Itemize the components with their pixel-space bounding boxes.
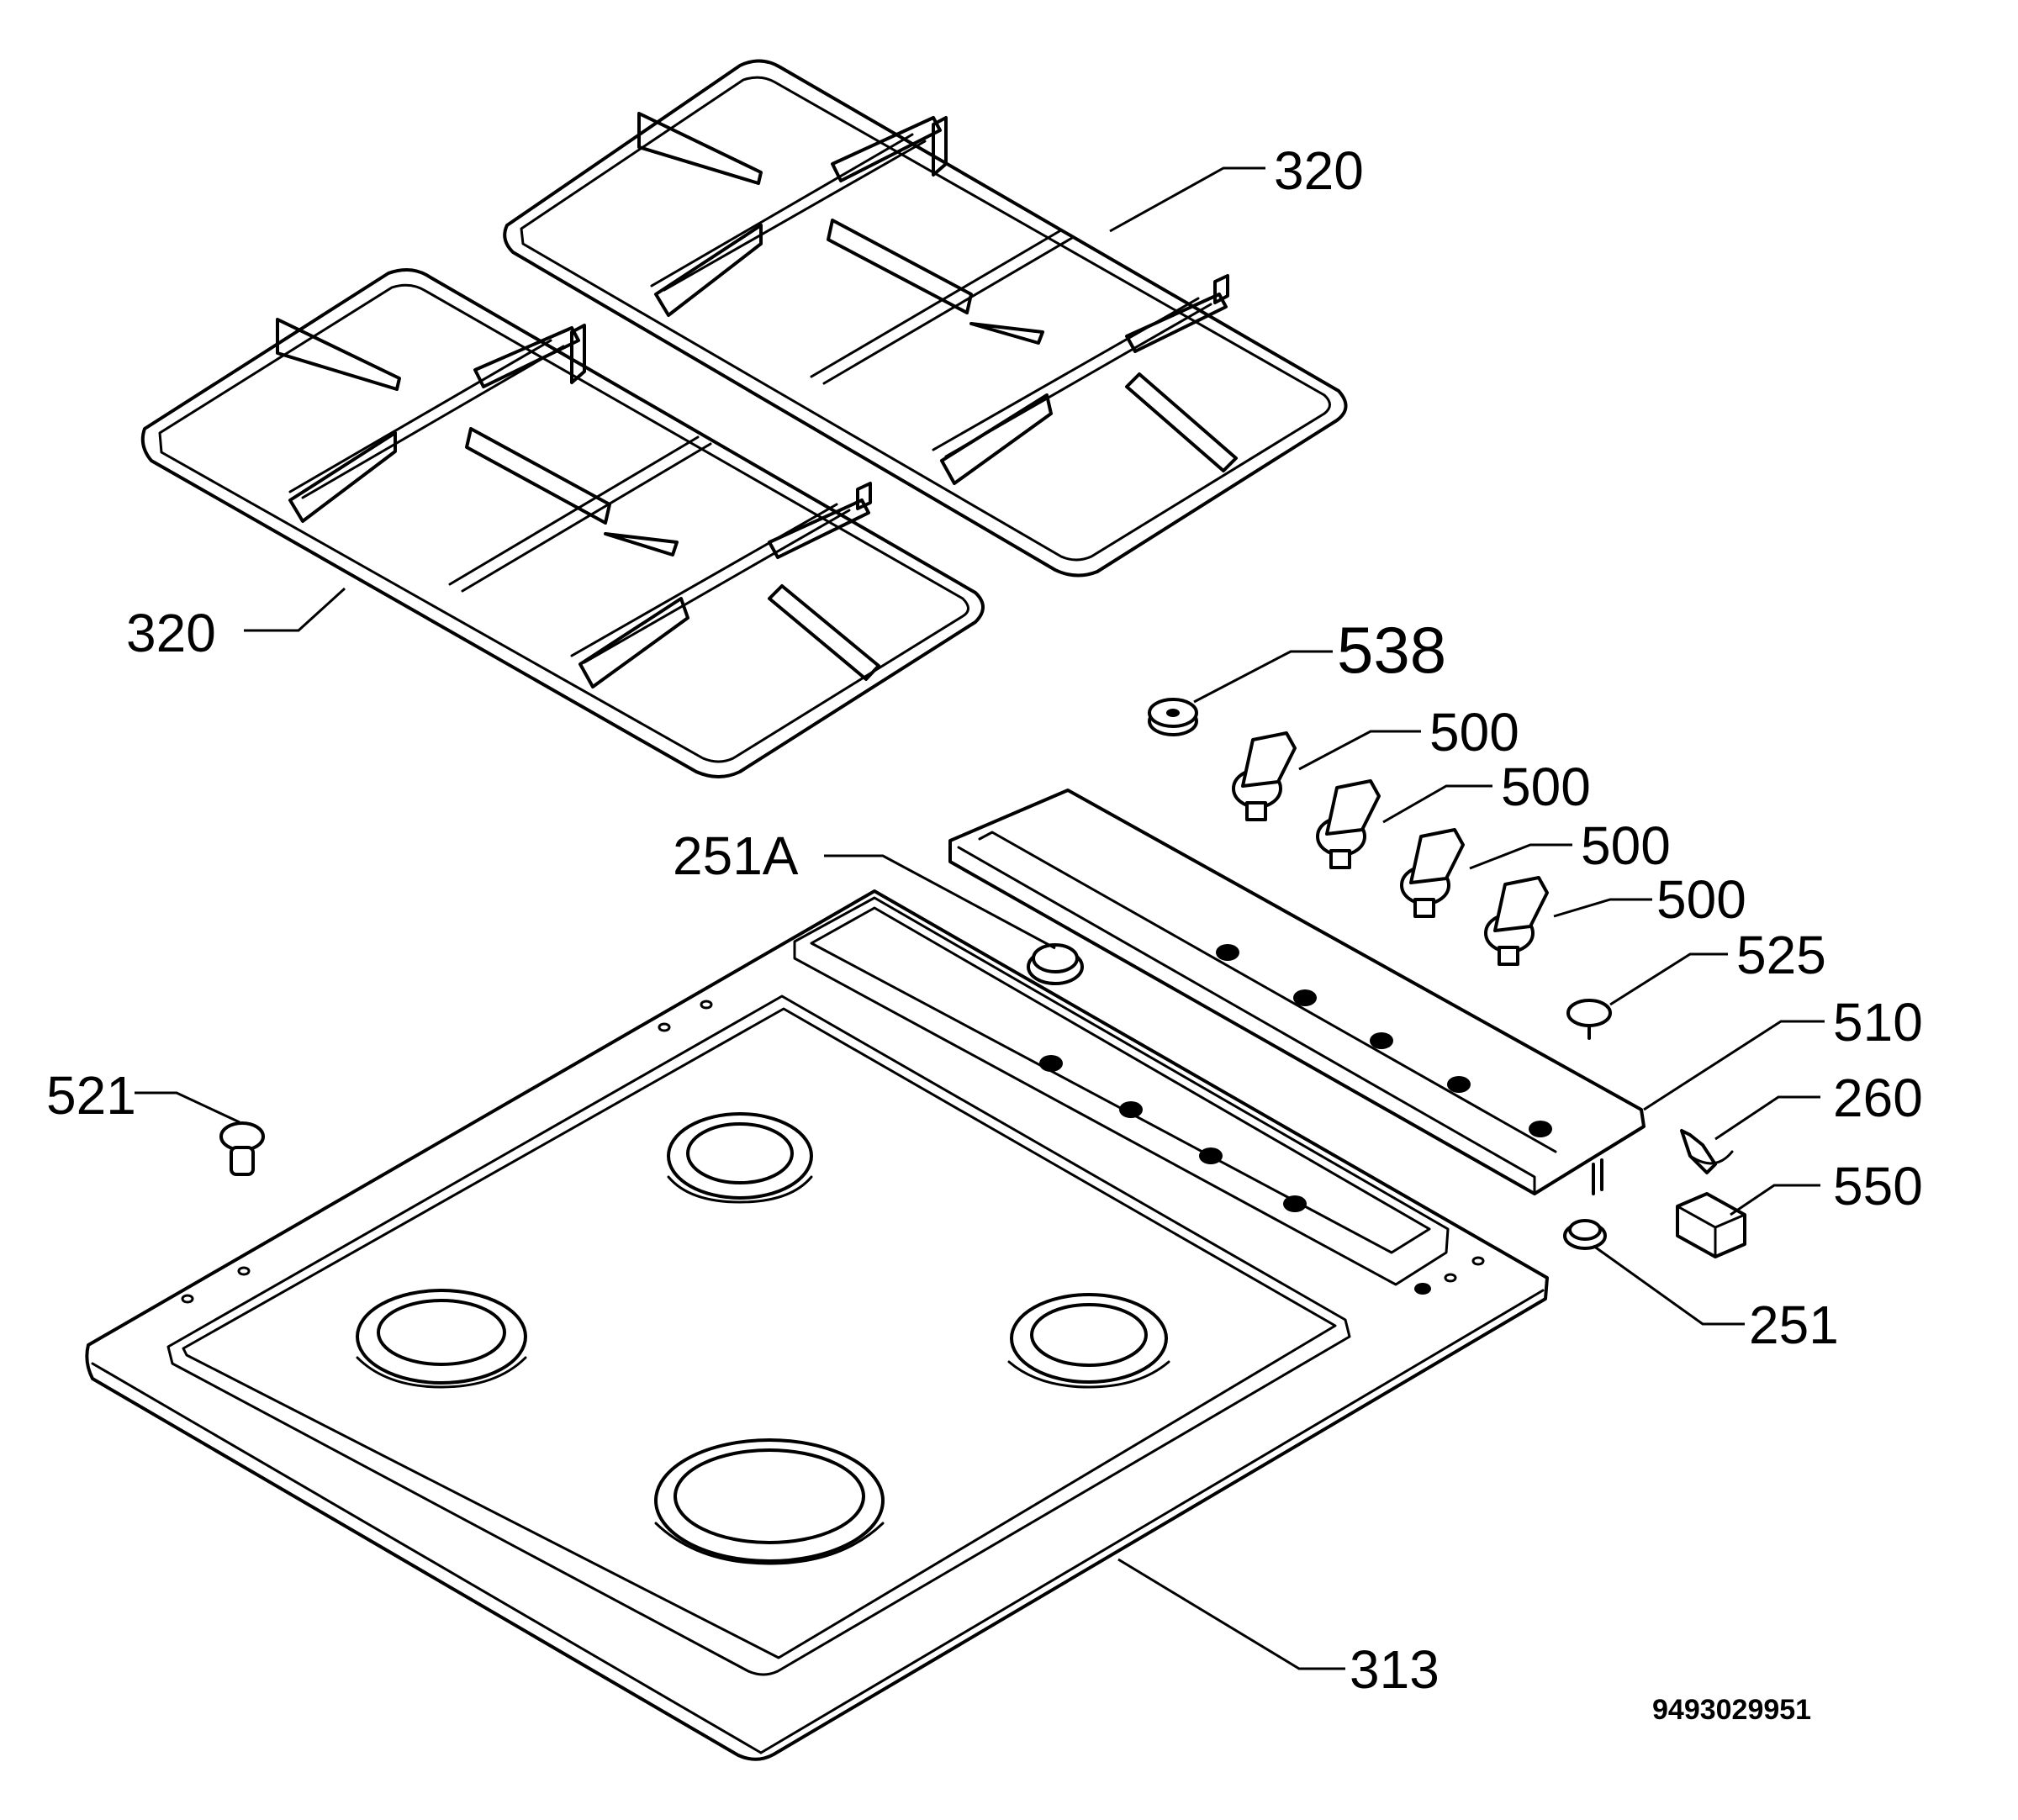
callout-538: 538 [1337,613,1446,687]
screw-521 [219,1121,265,1176]
document-number: 9493029951 [1652,1694,1811,1726]
ignition-button-525 [1566,999,1612,1040]
leader-lines [135,166,1825,1670]
ignition-cap-538 [1148,698,1198,736]
control-knob-1 [1232,731,1297,821]
control-knob-3 [1400,828,1465,918]
callout-251: 251 [1749,1295,1839,1355]
callout-550: 550 [1833,1156,1923,1216]
pan-support-right [503,59,1348,578]
wire-260 [1680,1129,1734,1174]
callout-260: 260 [1833,1068,1923,1128]
callout-500-4: 500 [1656,869,1746,930]
seal-251 [1563,1219,1607,1250]
callout-313: 313 [1350,1639,1440,1700]
callout-500-2: 500 [1501,757,1591,817]
control-knob-4 [1484,876,1549,966]
clip-550 [1676,1192,1746,1258]
callout-500-3: 500 [1581,815,1671,876]
callout-521: 521 [46,1065,136,1126]
control-panel [948,789,1646,1195]
callout-251a: 251A [673,826,799,886]
control-knob-2 [1316,779,1381,869]
seal-251a [1027,943,1084,985]
callout-500-1: 500 [1429,702,1519,762]
callout-525: 525 [1736,925,1826,985]
callout-510: 510 [1833,992,1923,1052]
pan-support-left [140,268,985,778]
hob-top-plate [85,889,1549,1761]
callout-320-right: 320 [1274,140,1364,201]
callout-320-left: 320 [126,603,216,663]
